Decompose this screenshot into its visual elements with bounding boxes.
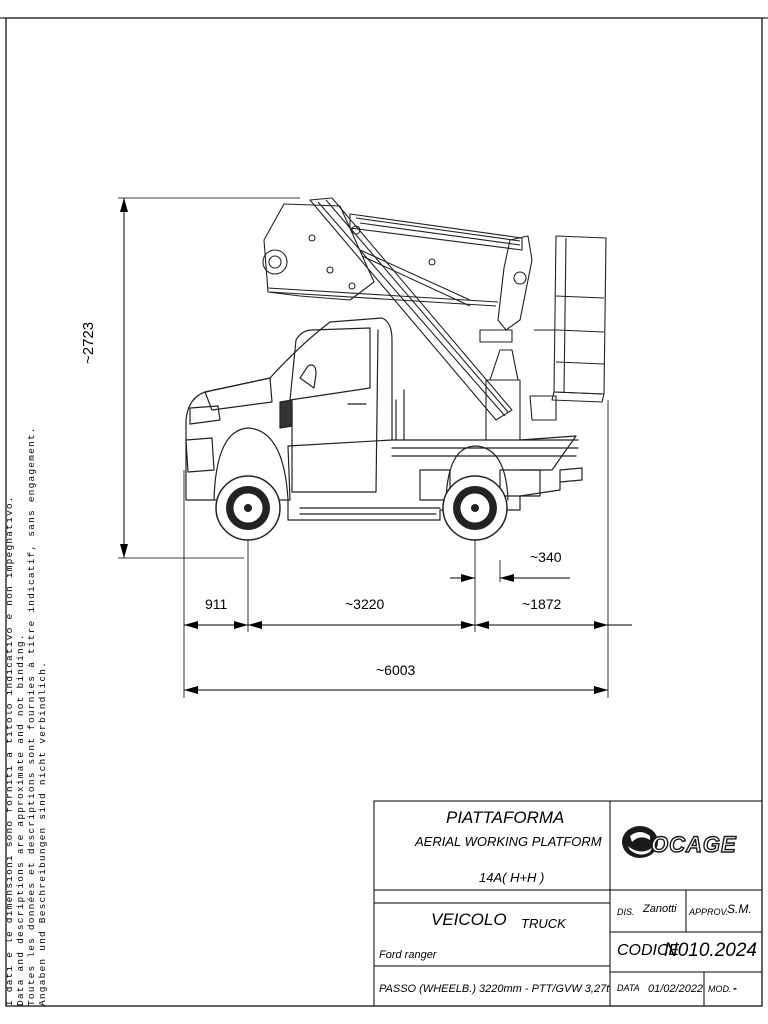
cab-door [291,329,379,493]
dim-wheelbase: ~3220 [345,596,385,612]
upper-boom [349,213,523,251]
dimension-lines [118,197,632,698]
product-title-it: PIATTAFORMA [446,808,565,827]
chassis-frame [287,467,583,521]
turret [485,379,521,441]
approv-label: APPROV. [689,907,729,917]
vehicle-label-en: TRUCK [521,916,566,931]
logo-text: OCAGE [651,832,737,857]
disclaimer-fr: Toutes les données et descriptions sont … [26,426,37,1006]
wheelbase-spec: PASSO (WHEELB.) 3220mm - PTT/GVW 3,27t [379,983,610,995]
lower-boom [309,197,513,421]
sheet-border [5,17,763,1007]
dim-height: ~2723 [80,321,97,364]
dim-rear-offset: ~340 [530,549,562,565]
data-label: DATA [617,983,640,993]
disclaimer: I dati e le dimensioni sono forniti a ti… [4,426,48,1006]
boom-pivot [263,203,375,301]
product-title-en: AERIAL WORKING PLATFORM [415,834,602,849]
disclaimer-en: Data and descriptions are approximate an… [15,633,26,1006]
model-code: 14A( H+H ) [479,870,545,885]
vehicle-label-it: VEICOLO [431,910,507,929]
socage-logo: OCAGE [622,826,737,858]
rear-wheel [442,475,508,541]
approv-value: S.M. [727,902,752,916]
mod-label: MOD. [708,984,732,994]
codice-label: CODICE [617,942,680,959]
truck-drawing [185,317,583,521]
dim-rear-overhang: ~1872 [522,596,562,612]
dis-value: Zanotti [643,903,677,915]
dim-front-overhang: 911 [205,596,228,612]
dis-label: DIS. [617,907,635,917]
data-value: 01/02/2022 [648,983,704,995]
mod-value: - [733,981,737,995]
front-wheel [215,475,281,541]
codice-value: N010.2024 [664,940,757,961]
basket [553,235,607,395]
dim-length-overall: ~6003 [376,662,416,678]
vehicle-model: Ford ranger [379,949,437,961]
disclaimer-de: Angaben und Beschreibungen sind nicht ve… [37,660,48,1006]
title-block-frame [373,800,763,1007]
disclaimer-it: I dati e le dimensioni sono forniti a ti… [4,495,15,1006]
cab-body [185,317,393,501]
aerial-platform [262,197,607,441]
